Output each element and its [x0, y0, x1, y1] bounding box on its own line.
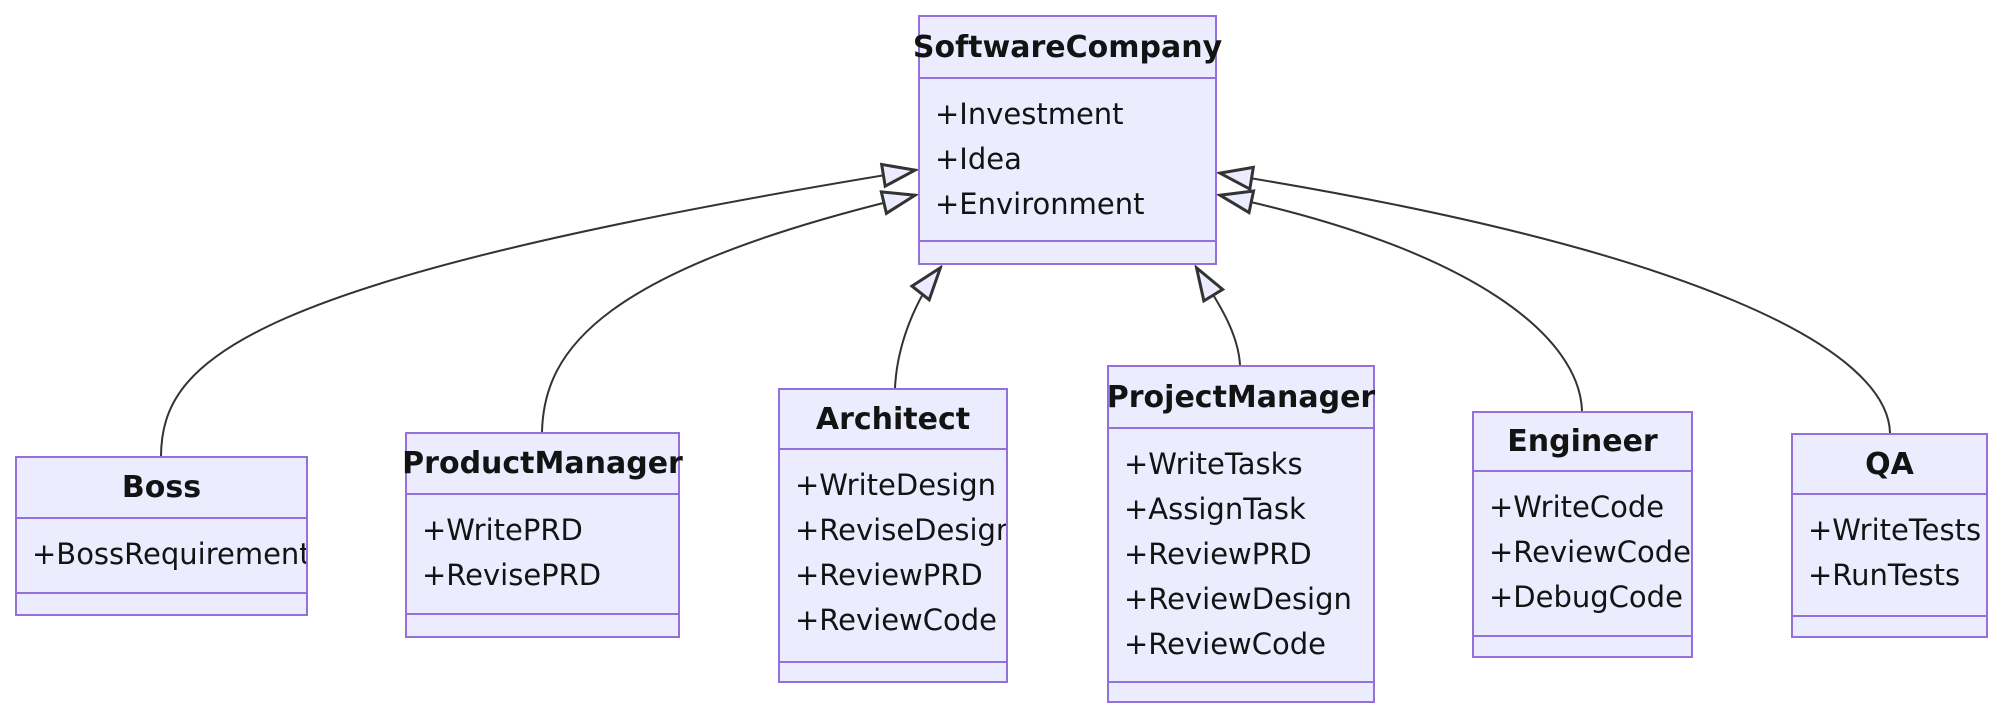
class-name: Boss	[17, 458, 306, 519]
class-methods-empty	[780, 661, 1006, 681]
class-attributes: +WriteDesign +ReviseDesign +ReviewPRD +R…	[780, 450, 1006, 661]
class-methods-empty	[1109, 681, 1373, 701]
class-box-projectmanager: ProjectManager +WriteTasks +AssignTask +…	[1107, 365, 1375, 703]
class-name: SoftwareCompany	[913, 17, 1222, 79]
attribute-row: +BossRequirement	[32, 536, 306, 571]
attribute-row: +DebugCode	[1489, 579, 1683, 614]
inheritance-edge-qa	[1219, 173, 1891, 434]
attribute-row: +ReviewCode	[1124, 626, 1327, 661]
class-attributes: +WriteTasks +AssignTask +ReviewPRD +Revi…	[1109, 429, 1373, 681]
inheritance-edge-boss	[160, 170, 916, 457]
attribute-row: +Investment	[935, 96, 1124, 131]
class-attributes: +Investment +Idea +Environment	[920, 79, 1215, 240]
attribute-row: +WritePRD	[422, 512, 583, 547]
class-box-engineer: Engineer +WriteCode +ReviewCode +DebugCo…	[1472, 411, 1693, 658]
attribute-row: +WriteTests	[1808, 512, 1982, 547]
class-name: ProductManager	[402, 434, 683, 495]
class-box-productmanager: ProductManager +WritePRD +RevisePRD	[402, 432, 683, 638]
attribute-row: +WriteCode	[1489, 489, 1665, 524]
class-methods-empty	[1474, 635, 1691, 656]
attribute-row: +ReviewDesign	[1124, 581, 1352, 616]
class-name: Engineer	[1474, 413, 1691, 472]
class-attributes: +WriteTests +RunTests	[1793, 495, 1986, 615]
class-methods-empty	[17, 592, 306, 614]
attribute-row: +RevisePRD	[422, 557, 602, 592]
class-attributes: +WritePRD +RevisePRD	[407, 495, 678, 613]
class-methods-empty	[920, 240, 1215, 263]
attribute-row: +Environment	[935, 186, 1145, 221]
inheritance-edge-architect	[894, 267, 941, 389]
attribute-row: +WriteTasks	[1124, 446, 1303, 481]
attribute-row: +ReviseDesign	[795, 512, 1006, 547]
class-name: QA	[1793, 435, 1986, 495]
inheritance-edge-engineer	[1219, 195, 1583, 412]
attribute-row: +ReviewPRD	[1124, 536, 1312, 571]
attribute-row: +ReviewCode	[1489, 534, 1691, 569]
class-box-softwarecompany: SoftwareCompany +Investment +Idea +Envir…	[913, 15, 1222, 265]
class-name: ProjectManager	[1107, 367, 1375, 429]
attribute-row: +ReviewCode	[795, 602, 998, 637]
class-box-boss: Boss +BossRequirement	[15, 456, 308, 616]
class-name: Architect	[780, 390, 1006, 450]
attribute-row: +AssignTask	[1124, 491, 1306, 526]
class-attributes: +WriteCode +ReviewCode +DebugCode	[1474, 472, 1691, 635]
class-attributes: +BossRequirement	[17, 519, 306, 592]
class-methods-empty	[407, 613, 678, 636]
attribute-row: +RunTests	[1808, 557, 1961, 592]
class-methods-empty	[1793, 615, 1986, 636]
class-box-qa: QA +WriteTests +RunTests	[1791, 433, 1988, 638]
inheritance-edge-projectmanager	[1196, 267, 1241, 366]
attribute-row: +Idea	[935, 141, 1022, 176]
inheritance-edge-productmanager	[541, 195, 916, 433]
class-box-architect: Architect +WriteDesign +ReviseDesign +Re…	[778, 388, 1008, 683]
attribute-row: +ReviewPRD	[795, 557, 983, 592]
attribute-row: +WriteDesign	[795, 467, 996, 502]
